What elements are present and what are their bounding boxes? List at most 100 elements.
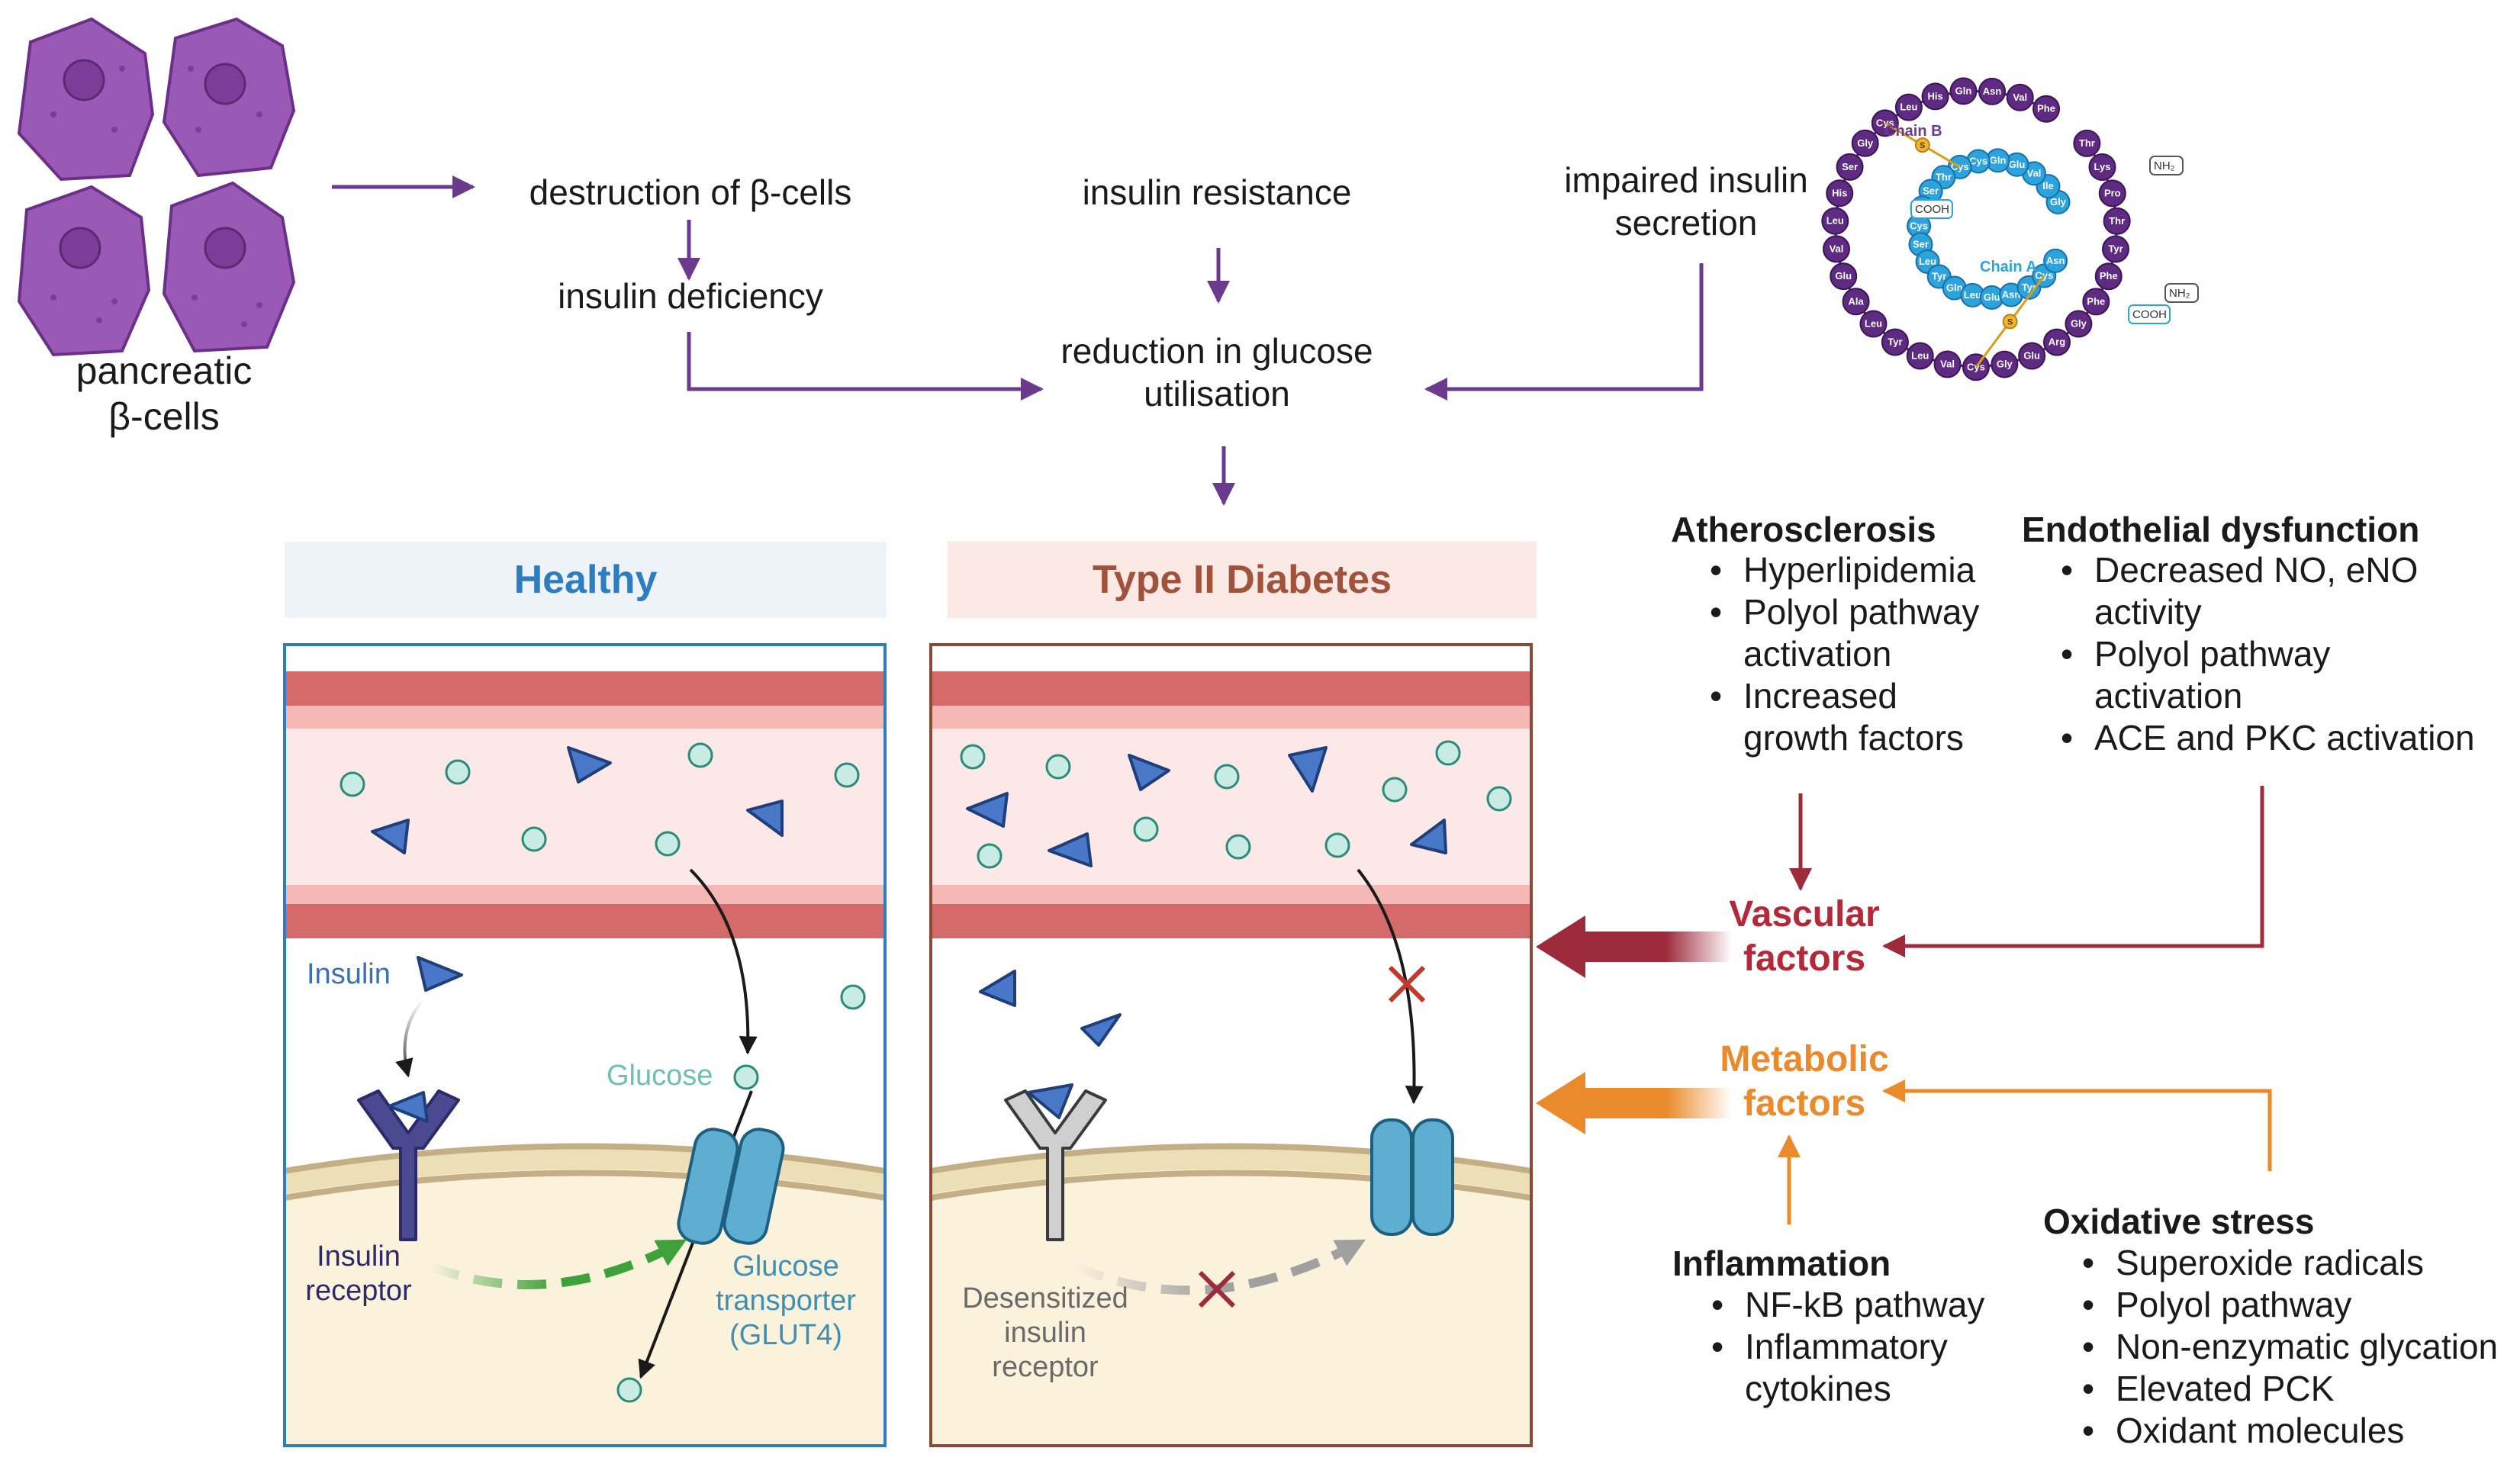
glucose-molecule [340,771,365,797]
factor-arrows [1778,786,2272,1224]
list-item: Decreased NO, eNO [2061,549,2475,591]
diabetes-panel-title: Type II Diabetes [1092,558,1392,602]
svg-text:His: His [1832,187,1847,198]
flow-arrows [332,175,1704,506]
insulin-deficiency: insulin deficiency [558,276,823,316]
svg-text:Phe: Phe [2087,295,2105,307]
impaired-signal-arrow [1073,1239,1366,1295]
pancreatic-beta-cells [17,17,296,357]
chain-b-residue: Val [1822,235,1850,263]
insulin-receptor-label: Insulin receptor [290,1240,427,1308]
label-line: reduction in glucose [1060,331,1373,371]
list-item: Polyol pathway [1710,591,1979,633]
diabetes-panel-border [929,643,1533,1447]
chain-b-residue: Leu [1894,93,1923,121]
svg-text:Gln: Gln [1955,85,1972,96]
chain-b-residue: Val [1933,350,1962,378]
destruction-of-beta-cells: destruction of β-cells [529,172,852,212]
svg-text:His: His [1927,90,1942,101]
glucose-molecule [1225,834,1251,860]
insulin-receptor [357,1089,460,1241]
list-item: NF-kB pathway [1711,1284,1984,1326]
insulin-molecule [371,819,410,854]
chain-a-label: Chain A [1980,259,2037,275]
glucose-molecule [1486,786,1512,812]
svg-text:Leu: Leu [1919,256,1936,267]
chain-b-residue: Tyr [1881,328,1909,356]
beta-cell [162,17,296,178]
signal-block-cross-icon [1198,1270,1236,1308]
label-line: insulin [1004,1317,1086,1349]
chain-b-residue: Thr [2073,129,2101,157]
svg-text:Val: Val [1940,359,1955,370]
arrow-deficiency-to-reduction [687,332,1044,401]
chain-b-residue: Gln [1949,77,1978,105]
list-item: ACE and PKC activation [2061,717,2475,759]
svg-text:Gly: Gly [1997,359,2013,370]
glucose-molecule [521,826,547,852]
insulin-molecule [979,970,1016,1007]
atherosclerosis-list: Hyperlipidemia Polyol pathway activation… [1705,549,1979,759]
glucose-transporter-label: Glucose transporter (GLUT4) [698,1250,874,1353]
glucose-molecule [1382,777,1408,803]
chain-b-label: Chain B [1884,123,1942,140]
svg-text:Arg: Arg [2049,336,2065,348]
chain-b-residue: Phe [2032,95,2061,123]
svg-text:NH₂: NH₂ [2154,159,2175,172]
svg-text:Leu: Leu [1964,289,1981,301]
label-line: receptor [992,1351,1099,1383]
list-item-continued: activation [2094,675,2475,717]
svg-text:S: S [1920,141,1925,150]
insulin-molecule-structure: PheValAsnGlnHisLeuCysGlySerHisLeuValGluA… [1821,77,2199,381]
glucose-molecule [733,1064,759,1090]
label-line: factors [1743,938,1866,979]
chain-b-residue: Phe [2082,288,2110,316]
list-item: Inflammatory [1711,1326,1984,1368]
svg-text:Cys: Cys [2035,270,2053,282]
svg-text:COOH: COOH [2132,308,2167,321]
svg-text:Val: Val [2013,92,2027,103]
chain-b-residue: Val [2006,83,2034,111]
glucose-molecule [655,831,681,857]
svg-text:Gly: Gly [2071,318,2087,330]
svg-text:NH₂: NH₂ [2169,287,2190,300]
svg-text:Asn: Asn [2046,255,2065,266]
vascular-factors-label: Vascular factors [1694,893,1915,981]
svg-text:Thr: Thr [2109,215,2125,227]
svg-text:Leu: Leu [1865,317,1882,329]
list-item: Non-enzymatic glycation [2082,1326,2498,1368]
svg-text:Gly: Gly [1857,137,1874,149]
chain-b-residue: Thr [2103,207,2131,235]
glucose-molecule [687,742,713,768]
svg-text:Ser: Ser [1842,161,1858,172]
chain-b-residue: Leu [1859,310,1888,338]
chain-a-residue: Leu [1915,249,1940,275]
svg-text:Asn: Asn [1983,85,2002,97]
atherosclerosis-title: Atherosclerosis [1671,510,1936,549]
insulin-molecule [1410,819,1447,854]
svg-text:Tyr: Tyr [1888,336,1902,348]
svg-text:Cys: Cys [1969,155,1987,166]
label-line: Insulin [317,1240,401,1273]
inflammation-title: Inflammation [1672,1244,1891,1283]
nh2-terminal-a: NH₂ [2164,283,2199,303]
inflammation-list: NF-kB pathway Inflammatory cytokines [1707,1284,1984,1410]
list-item-text: activation [2094,676,2243,716]
svg-text:Pro: Pro [2104,187,2121,198]
svg-text:Cys: Cys [1910,220,1928,231]
glucose-molecule [977,843,1003,869]
chain-b-residue: Pro [2098,179,2126,208]
label-line: receptor [305,1275,412,1307]
list-item-continued: cytokines [1745,1368,1984,1410]
vascular-effect-arrow [1536,915,1732,978]
oxidative-stress-title: Oxidative stress [2043,1202,2315,1241]
label-line: utilisation [1144,374,1290,413]
label-line: Desensitized [962,1282,1128,1314]
chain-b-residue: Ser [1836,153,1864,181]
healthy-panel [283,643,887,1447]
chain-b-residue: Gly [1851,129,1879,157]
label-line: factors [1743,1083,1866,1124]
glucose-molecule [1214,764,1240,790]
list-item-text: activity [2094,592,2202,632]
